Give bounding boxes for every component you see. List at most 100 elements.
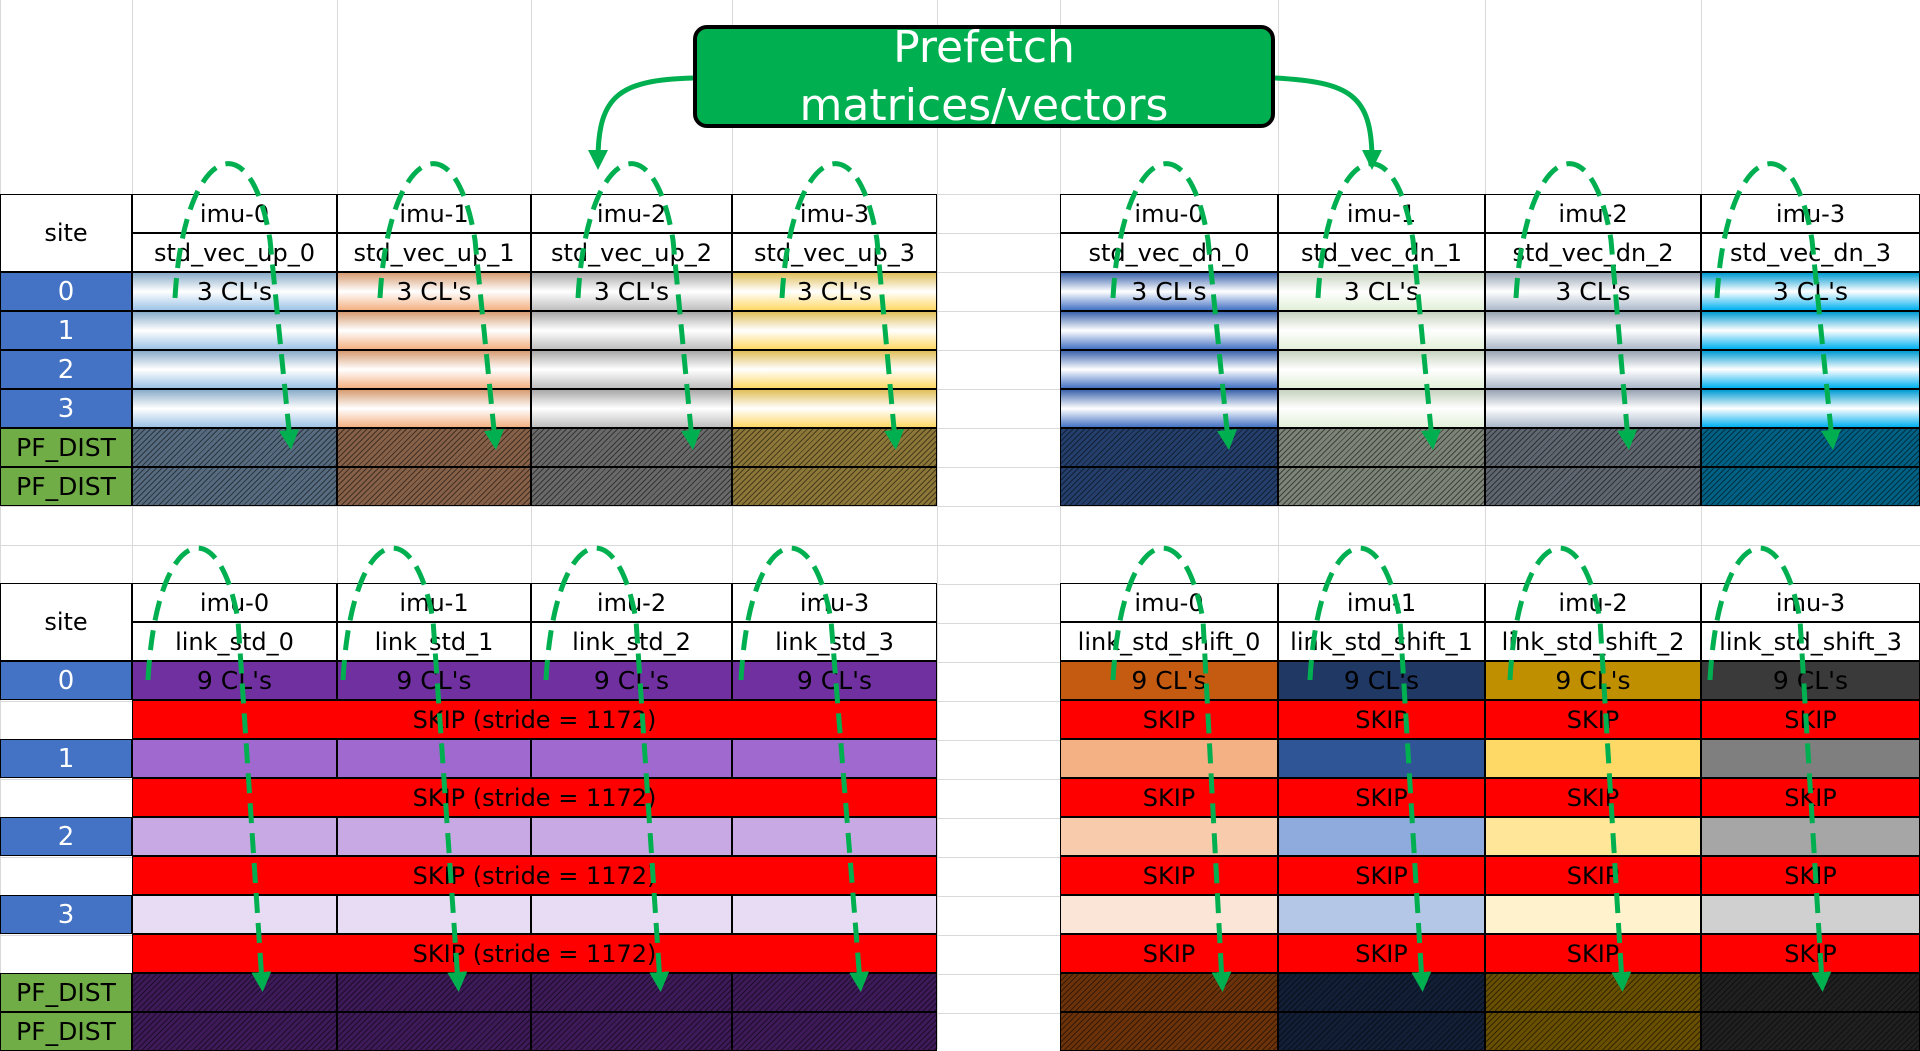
vector-data-cell	[337, 817, 531, 856]
pf-dist-cell	[1060, 428, 1278, 467]
vector-name-header: link_std_shift_1	[1278, 622, 1485, 661]
vector-data-cell	[1060, 350, 1278, 389]
vector-data-cell	[337, 389, 531, 428]
vector-data-cell	[732, 817, 937, 856]
vector-name-header: link_std_2	[531, 622, 732, 661]
pf-dist-cell	[337, 467, 531, 506]
vector-data-cell	[337, 739, 531, 778]
vector-data-cell	[1060, 739, 1278, 778]
vector-data-cell	[132, 895, 337, 934]
pf-dist-cell	[1701, 973, 1920, 1012]
pf-dist-cell	[531, 467, 732, 506]
vector-data-cell	[1701, 350, 1920, 389]
skip-cell: SKIP	[1060, 778, 1278, 817]
pf-dist-cell	[732, 1012, 937, 1051]
imu-header: imu-0	[1060, 583, 1278, 622]
vector-data-cell	[1701, 389, 1920, 428]
vector-data-cell	[531, 817, 732, 856]
pf-dist-cell	[337, 1012, 531, 1051]
site-row-label: 0	[0, 661, 132, 700]
vector-name-header: std_vec_dn_0	[1060, 233, 1278, 272]
prefetch-title-box: Prefetch matrices/vectors	[693, 22, 1275, 131]
pf-dist-cell	[337, 973, 531, 1012]
pf-dist-cell	[1278, 428, 1485, 467]
site-header-bottom-left: site	[0, 583, 132, 661]
vector-data-cell	[732, 895, 937, 934]
pf-dist-label: PF_DIST	[0, 428, 132, 467]
pf-dist-cell	[1060, 467, 1278, 506]
vector-data-cell	[1278, 389, 1485, 428]
pf-dist-cell	[1485, 973, 1701, 1012]
pf-dist-cell	[531, 1012, 732, 1051]
vector-name-header: std_vec_up_1	[337, 233, 531, 272]
skip-cell: SKIP	[1485, 856, 1701, 895]
imu-header: imu-1	[1278, 194, 1485, 233]
vector-data-cell	[1701, 311, 1920, 350]
vector-data-cell	[531, 350, 732, 389]
cache-line-cell: 9 CL's	[1701, 661, 1920, 700]
imu-header: imu-0	[132, 583, 337, 622]
pf-dist-cell	[732, 428, 937, 467]
vector-name-header: std_vec_dn_2	[1485, 233, 1701, 272]
pf-dist-cell	[337, 428, 531, 467]
pf-dist-cell	[531, 428, 732, 467]
vector-data-cell	[732, 350, 937, 389]
pf-dist-cell	[1701, 428, 1920, 467]
vector-data-cell	[1060, 895, 1278, 934]
skip-cell: SKIP	[1278, 934, 1485, 973]
vector-data-cell	[1278, 817, 1485, 856]
vector-data-cell	[132, 389, 337, 428]
vector-data-cell	[1485, 389, 1701, 428]
vector-data-cell	[1485, 817, 1701, 856]
cache-line-cell: 3 CL's	[337, 272, 531, 311]
vector-data-cell	[531, 389, 732, 428]
vector-data-cell	[732, 739, 937, 778]
skip-stride-row: SKIP (stride = 1172)	[132, 856, 937, 895]
pf-dist-cell	[1060, 1012, 1278, 1051]
skip-cell: SKIP	[1278, 778, 1485, 817]
site-row-label: 2	[0, 817, 132, 856]
cache-line-cell: 9 CL's	[337, 661, 531, 700]
site-row-label: 2	[0, 350, 132, 389]
pf-dist-cell	[1701, 467, 1920, 506]
vector-data-cell	[1485, 895, 1701, 934]
site-row-label: 3	[0, 895, 132, 934]
pf-dist-cell	[1485, 467, 1701, 506]
cache-line-cell: 3 CL's	[1278, 272, 1485, 311]
vector-data-cell	[132, 350, 337, 389]
pf-dist-cell	[732, 467, 937, 506]
imu-header: imu-2	[531, 583, 732, 622]
vector-data-cell	[531, 895, 732, 934]
cache-line-cell: 9 CL's	[531, 661, 732, 700]
cache-line-cell: 3 CL's	[1701, 272, 1920, 311]
skip-cell: SKIP	[1701, 700, 1920, 739]
imu-header: imu-3	[732, 583, 937, 622]
site-row-label: 1	[0, 739, 132, 778]
vector-name-header: link_std_1	[337, 622, 531, 661]
vector-data-cell	[132, 739, 337, 778]
pf-dist-cell	[132, 973, 337, 1012]
vector-name-header: std_vec_dn_1	[1278, 233, 1485, 272]
cache-line-cell: 9 CL's	[1278, 661, 1485, 700]
imu-header: imu-2	[1485, 583, 1701, 622]
imu-header: imu-3	[1701, 583, 1920, 622]
vector-data-cell	[1060, 817, 1278, 856]
pf-dist-cell	[132, 467, 337, 506]
vector-data-cell	[1278, 739, 1485, 778]
vector-data-cell	[1278, 311, 1485, 350]
imu-header: imu-3	[1701, 194, 1920, 233]
vector-data-cell	[1701, 817, 1920, 856]
vector-data-cell	[337, 350, 531, 389]
skip-cell: SKIP	[1060, 700, 1278, 739]
vector-data-cell	[1060, 311, 1278, 350]
cache-line-cell: 9 CL's	[132, 661, 337, 700]
title-line-1: Prefetch	[893, 21, 1075, 73]
vector-data-cell	[1485, 350, 1701, 389]
imu-header: imu-0	[132, 194, 337, 233]
skip-cell: SKIP	[1060, 934, 1278, 973]
pf-dist-cell	[531, 973, 732, 1012]
pf-dist-cell	[132, 1012, 337, 1051]
vector-name-header: link_std_0	[132, 622, 337, 661]
site-row-label: 3	[0, 389, 132, 428]
skip-cell: SKIP	[1701, 934, 1920, 973]
